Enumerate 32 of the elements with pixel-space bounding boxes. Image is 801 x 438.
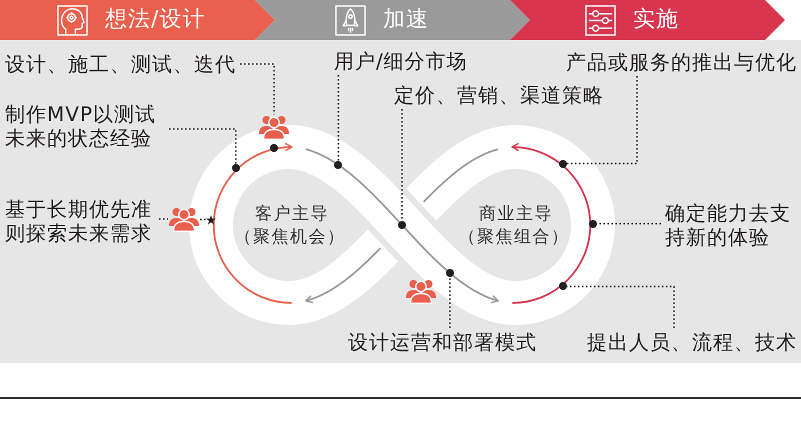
- loop-label: 客户主导: [255, 203, 329, 225]
- callout-text: 产品或服务的推出与优化: [566, 50, 797, 74]
- loop-label: 商业主导: [479, 203, 553, 225]
- leader-line: [597, 222, 661, 224]
- leader-line: [200, 218, 206, 220]
- callout-text: 设计、施工、测试、迭代: [5, 52, 236, 76]
- leader-line: [240, 63, 275, 114]
- leader-line: [338, 75, 340, 161]
- callout-text: 确定能力去支持新的体验: [665, 201, 795, 249]
- banner-title: 想法/设计: [105, 6, 206, 34]
- callout-text: 用户/细分市场: [334, 49, 468, 73]
- chevron-banner: [255, 0, 530, 40]
- leader-line: [449, 277, 451, 328]
- leader-line: [401, 109, 403, 221]
- callout-text: 制作MVP以测试未来的状态经验: [5, 102, 165, 150]
- star-icon: [206, 214, 216, 225]
- chevron-banner: [510, 0, 785, 40]
- banner-title: 实施: [633, 6, 679, 34]
- banner-title: 加速: [383, 6, 429, 34]
- callout-text: 定价、营销、渠道策略: [394, 83, 604, 107]
- leader-line: [169, 128, 237, 164]
- callout-text: 基于长期优先准则探索未来需求: [5, 197, 155, 245]
- leader-line: [567, 286, 675, 328]
- chevron-banner: [0, 0, 275, 40]
- people-icon: [168, 206, 200, 232]
- loop-label: （聚焦机会）: [234, 226, 346, 248]
- loop-label: （聚焦组合）: [458, 226, 570, 248]
- callout-text: 设计运营和部署模式: [348, 330, 537, 354]
- leader-line: [567, 76, 638, 164]
- callout-text: 提出人员、流程、技术: [587, 330, 797, 354]
- people-icon: [258, 114, 290, 140]
- leader-line: [159, 218, 168, 220]
